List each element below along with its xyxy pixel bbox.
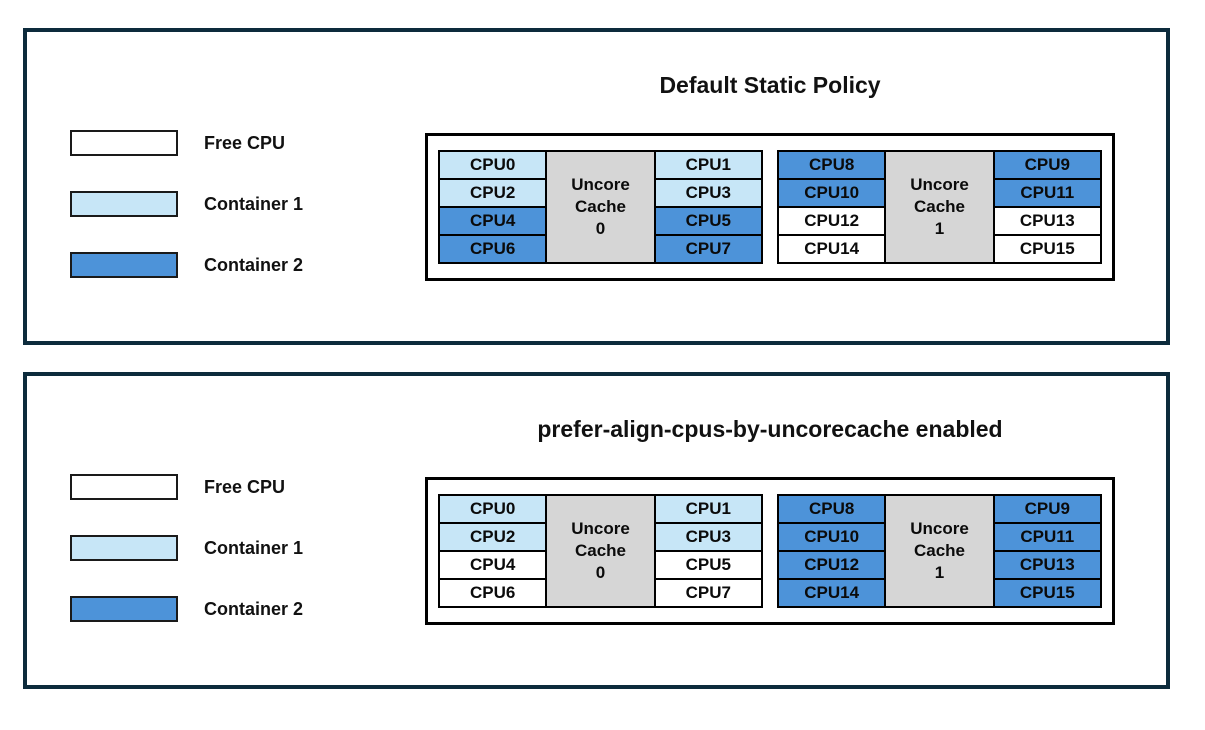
cpu-cell-cpu9: CPU9 [992, 494, 1102, 524]
panel-title: prefer-align-cpus-by-uncorecache enabled [537, 416, 1003, 442]
legend-swatch-container2 [70, 596, 178, 622]
cpu-cell-cpu1: CPU1 [653, 150, 763, 180]
legend: Free CPU Container 1 Container 2 [70, 474, 303, 657]
legend-swatch-container1 [70, 535, 178, 561]
cpu-cell-cpu2: CPU2 [438, 522, 548, 552]
cpu-cell-cpu10: CPU10 [777, 522, 887, 552]
legend-label: Container 1 [204, 537, 304, 558]
cpu-cell-cpu11: CPU11 [992, 522, 1102, 552]
legend-swatch-container1 [70, 191, 178, 217]
uncore-cache-block-0: Uncore Cache 0 [545, 150, 656, 264]
cpu-cell-cpu2: CPU2 [438, 178, 548, 208]
cpu-cell-cpu3: CPU3 [653, 178, 763, 208]
cpu-cell-cpu10: CPU10 [777, 178, 887, 208]
uncore-cache-block-0: Uncore Cache 0 [545, 494, 656, 608]
cpu-cell-cpu1: CPU1 [653, 494, 763, 524]
cpu-cell-cpu0: CPU0 [438, 494, 548, 524]
legend-item-free: Free CPU [70, 474, 303, 500]
legend: Free CPU Container 1 Container 2 [70, 130, 303, 313]
legend-item-container1: Container 1 [70, 191, 303, 217]
legend-label: Container 2 [204, 598, 304, 619]
legend-item-container1: Container 1 [70, 535, 303, 561]
cpu-cell-cpu7: CPU7 [653, 578, 763, 608]
cpu-cell-cpu15: CPU15 [992, 578, 1102, 608]
uncore-cache-block-1: Uncore Cache 1 [884, 494, 995, 608]
legend-swatch-container2 [70, 252, 178, 278]
cpu-cell-cpu13: CPU13 [992, 550, 1102, 580]
legend-label: Free CPU [204, 132, 286, 153]
cpu-cell-cpu7: CPU7 [653, 234, 763, 264]
cpu-cell-cpu8: CPU8 [777, 150, 887, 180]
cpu-cell-cpu4: CPU4 [438, 550, 548, 580]
cpu-cell-cpu14: CPU14 [777, 234, 887, 264]
panel-title: Default Static Policy [659, 72, 881, 98]
uncore-cache-block-1: Uncore Cache 1 [884, 150, 995, 264]
cpu-cell-cpu15: CPU15 [992, 234, 1102, 264]
cpu-cell-cpu9: CPU9 [992, 150, 1102, 180]
cpu-cell-cpu8: CPU8 [777, 494, 887, 524]
cpu-cell-cpu11: CPU11 [992, 178, 1102, 208]
cpu-cell-cpu5: CPU5 [653, 206, 763, 236]
cpu-cell-cpu4: CPU4 [438, 206, 548, 236]
legend-label: Free CPU [204, 476, 286, 497]
legend-label: Container 2 [204, 254, 304, 275]
cpu-cell-cpu12: CPU12 [777, 206, 887, 236]
cpu-cell-cpu13: CPU13 [992, 206, 1102, 236]
cpu-cell-cpu14: CPU14 [777, 578, 887, 608]
cpu-cell-cpu12: CPU12 [777, 550, 887, 580]
cpu-cell-cpu3: CPU3 [653, 522, 763, 552]
cpu-cell-cpu0: CPU0 [438, 150, 548, 180]
legend-item-container2: Container 2 [70, 252, 303, 278]
legend-item-free: Free CPU [70, 130, 303, 156]
policy-panel-1: prefer-align-cpus-by-uncorecache enabled… [23, 372, 1170, 689]
legend-item-container2: Container 2 [70, 596, 303, 622]
cpu-cell-cpu6: CPU6 [438, 578, 548, 608]
legend-swatch-free [70, 474, 178, 500]
cpu-cell-cpu5: CPU5 [653, 550, 763, 580]
legend-swatch-free [70, 130, 178, 156]
cpu-cell-cpu6: CPU6 [438, 234, 548, 264]
legend-label: Container 1 [204, 193, 304, 214]
